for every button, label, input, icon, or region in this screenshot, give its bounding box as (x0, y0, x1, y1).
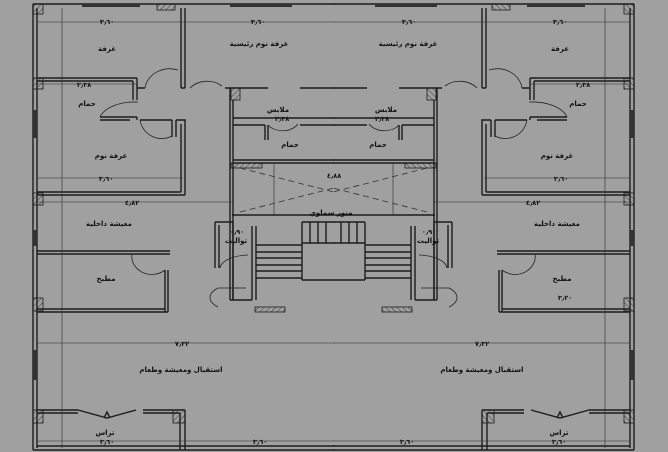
right-unit-labels: ٣٫٦٠ ٣٫٦٠ غرفة غرفة نوم رئيسية ٢٫٣٨ حمام… (369, 18, 590, 446)
dim-living: ٤٫٨٢ (125, 199, 139, 207)
dim-room-top-left: ٣٫٦٠ (100, 18, 114, 26)
label-dressing: ملابس (267, 106, 289, 114)
dim-living-right: ٤٫٨٢ (526, 199, 540, 207)
label-reception: استقبال ومعيشة وطعام (139, 366, 222, 374)
label-terrace: تراس (95, 429, 114, 437)
dim-reception: ٧٫٣٢ (175, 340, 189, 348)
label-kitchen: مطبخ (96, 275, 115, 283)
dim-dressing-right: ٢٫٣٨ (375, 115, 389, 123)
label-skylight: منور سماوي (309, 209, 352, 217)
dim-room-top-right: ٣٫٦٠ (553, 18, 567, 26)
label-kitchen-right: مطبخ (552, 275, 571, 283)
dim-toilet-right: ٠٫٩٠ (422, 228, 436, 236)
dim-dressing: ٢٫٣٨ (275, 115, 289, 123)
center-labels: ٤٫٨٨ منور سماوي ٠٫٩٠ تواليت ٠٫٩٠ تواليت (225, 172, 440, 245)
label-master-bedroom: غرفة نوم رئيسية (230, 40, 289, 48)
dim-kitchen-right: ٣٫٢٠ (558, 294, 572, 302)
left-unit-labels: ٣٫٦٠ ٣٫٦٠ غرفة غرفة نوم رئيسية ٢٫٣٨ حمام… (77, 18, 299, 446)
dim-reception-right: ٧٫٣٢ (475, 340, 489, 348)
label-reception-right: استقبال ومعيشة وطعام (440, 366, 523, 374)
label-inner-living-right: معيشة داخلية (534, 220, 580, 228)
label-master-bedroom-right: غرفة نوم رئيسية (379, 40, 438, 48)
label-bathroom: حمام (78, 100, 96, 108)
dim-bottom: ٣٫٦٠ (253, 438, 267, 446)
stair-landing (232, 214, 435, 281)
label-bathroom-2-right: حمام (369, 141, 387, 149)
label-bedroom: غرفة نوم (95, 152, 128, 160)
label-room-right: غرفة (551, 45, 569, 53)
label-bedroom-right: غرفة نوم (541, 152, 574, 160)
dim-terrace: ٣٫٦٠ (100, 438, 114, 446)
dim-terrace-right: ٣٫٦٠ (552, 438, 566, 446)
dim-toilet-left: ٠٫٩٠ (230, 228, 244, 236)
label-toilet-right: تواليت (417, 237, 440, 245)
label-bathroom-right: حمام (569, 100, 587, 108)
dim-bath: ٢٫٣٨ (77, 81, 91, 89)
label-room: غرفة (98, 45, 116, 53)
dim-master-top: ٣٫٦٠ (251, 18, 265, 26)
dim-bedroom: ٣٫٦٠ (99, 175, 113, 183)
dim-bottom-right: ٣٫٦٠ (400, 438, 414, 446)
label-inner-living: معيشة داخلية (86, 220, 132, 228)
dim-master-top-right: ٣٫٦٠ (402, 18, 416, 26)
label-terrace-right: تراس (549, 429, 568, 437)
dim-bedroom-right: ٣٫٦٠ (554, 175, 568, 183)
label-dressing-right: ملابس (375, 106, 397, 114)
dim-bath-right: ٢٫٣٨ (576, 81, 590, 89)
label-bathroom-2: حمام (281, 141, 299, 149)
label-toilet-left: تواليت (225, 237, 248, 245)
dim-skylight: ٤٫٨٨ (327, 172, 341, 180)
